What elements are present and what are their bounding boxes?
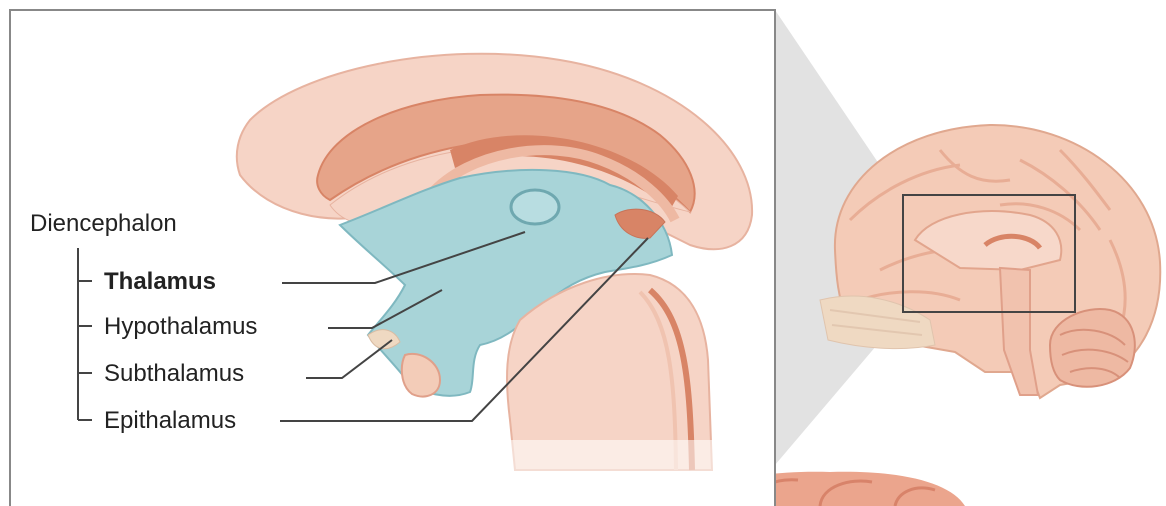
label-subthalamus: Subthalamus: [104, 360, 244, 388]
label-hypothalamus: Hypothalamus: [104, 313, 257, 341]
label-epithalamus: Epithalamus: [104, 407, 236, 435]
diencephalon-title: Diencephalon: [30, 210, 177, 238]
label-thalamus: Thalamus: [104, 268, 216, 296]
